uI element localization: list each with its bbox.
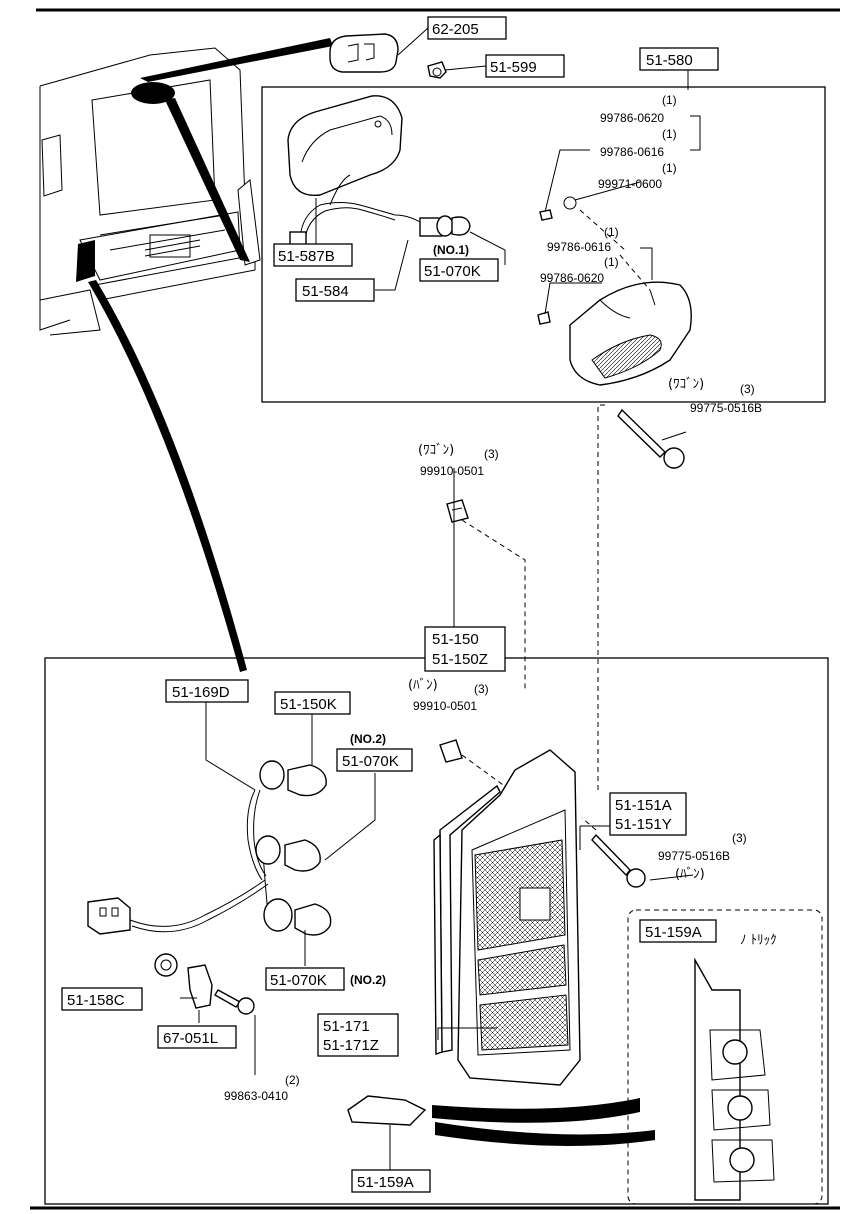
- lens-51-159A-loose: [347, 1095, 427, 1126]
- part-99863-0410: 99863-0410: [224, 1089, 288, 1103]
- rear-combination-lamp: [457, 749, 581, 1086]
- callout-51-584: 51-584: [302, 283, 349, 300]
- callout-51-158C: 51-158C: [67, 992, 125, 1009]
- bulbs-main: [284, 764, 332, 936]
- note-wagon-screw: (ﾜｺﾞﾝ): [668, 377, 704, 392]
- part-99775-0516B-wagon: 99775-0516B: [690, 401, 762, 415]
- callout-51-070K-bot: 51-070K: [270, 972, 327, 989]
- wiring-harness-51-169D: [87, 760, 293, 935]
- note-wagon-clip: (ﾜｺﾞﾝ): [418, 443, 454, 458]
- lamp-housing-51-587B: [287, 95, 403, 197]
- qty-1e: (1): [604, 255, 619, 269]
- qty-screw-2: (2): [285, 1073, 300, 1087]
- part-99786-0616-b: 99786-0616: [547, 240, 611, 254]
- bulb-51-070K-no1: [451, 216, 471, 236]
- callout-51-150: 51-150: [432, 631, 479, 648]
- callout-51-159A-bottom: 51-159A: [357, 1174, 414, 1191]
- part-99910-0501-wagon: 99910-0501: [420, 464, 484, 478]
- qty-1c: (1): [662, 161, 677, 175]
- part-99786-0620-b: 99786-0620: [540, 271, 604, 285]
- screw-99863-0410: [214, 989, 255, 1015]
- license-lamp-lens: [329, 33, 399, 73]
- qty-1d: (1): [604, 225, 619, 239]
- screw-wagon: [617, 408, 685, 469]
- bulb-socket-small: [427, 61, 447, 79]
- qty-van-clip: (3): [474, 682, 489, 696]
- callout-51-587B: 51-587B: [278, 248, 335, 265]
- wiring-harness-51-584: [289, 174, 454, 255]
- grommet-51-158C: [154, 953, 178, 977]
- qty-1a: (1): [662, 93, 677, 107]
- screws-top-panel: [537, 196, 577, 325]
- high-mount-stop-lamp: [569, 281, 692, 386]
- callout-51-169D: 51-169D: [172, 684, 230, 701]
- callout-51-580: 51-580: [646, 52, 693, 69]
- callout-51-171: 51-171: [323, 1018, 370, 1035]
- callout-51-599: 51-599: [490, 59, 537, 76]
- bracket-67-051L: [187, 964, 213, 1009]
- callout-51-171Z: 51-171Z: [323, 1037, 379, 1054]
- screw-van: [591, 833, 646, 888]
- qty-1b: (1): [662, 127, 677, 141]
- note-no1: (NO.1): [433, 243, 469, 257]
- gasket-51-171: [433, 784, 501, 1055]
- qty-wagon-clip: (3): [484, 447, 499, 461]
- note-no2-top: (NO.2): [350, 732, 386, 746]
- note-van-clip: (ﾊﾞﾝ): [408, 678, 438, 693]
- callout-51-151Y: 51-151Y: [615, 816, 672, 833]
- callout-51-151A: 51-151A: [615, 797, 672, 814]
- clip-van: [439, 739, 463, 763]
- callout-62-205: 62-205: [432, 21, 479, 38]
- qty-van-screw: (3): [732, 831, 747, 845]
- note-no2-bot: (NO.2): [350, 973, 386, 987]
- note-truck: ﾉ ﾄﾘｯｸ: [740, 933, 777, 948]
- callout-67-051L: 67-051L: [163, 1030, 218, 1047]
- vehicle-rear-illustration: [39, 38, 333, 672]
- callout-51-070K-top: 51-070K: [424, 263, 481, 280]
- clip-wagon: [446, 499, 469, 523]
- callout-51-150K: 51-150K: [280, 696, 337, 713]
- part-99786-0620-a: 99786-0620: [600, 111, 664, 125]
- note-van-screw: (ﾊﾞﾝ): [675, 867, 705, 882]
- callout-51-150Z: 51-150Z: [432, 651, 488, 668]
- callout-51-070K-mid: 51-070K: [342, 753, 399, 770]
- part-99775-0516B-van: 99775-0516B: [658, 849, 730, 863]
- callout-51-159A-inset: 51-159A: [645, 924, 702, 941]
- qty-wagon-screw: (3): [740, 382, 755, 396]
- truck-lamp-cross-section: [694, 957, 775, 1201]
- truck-inset: [627, 909, 823, 1205]
- part-99971-0600: 99971-0600: [598, 177, 662, 191]
- part-99910-0501-van: 99910-0501: [413, 699, 477, 713]
- part-99786-0616-a: 99786-0616: [600, 145, 664, 159]
- high-mount-lamp-panel: [261, 86, 826, 403]
